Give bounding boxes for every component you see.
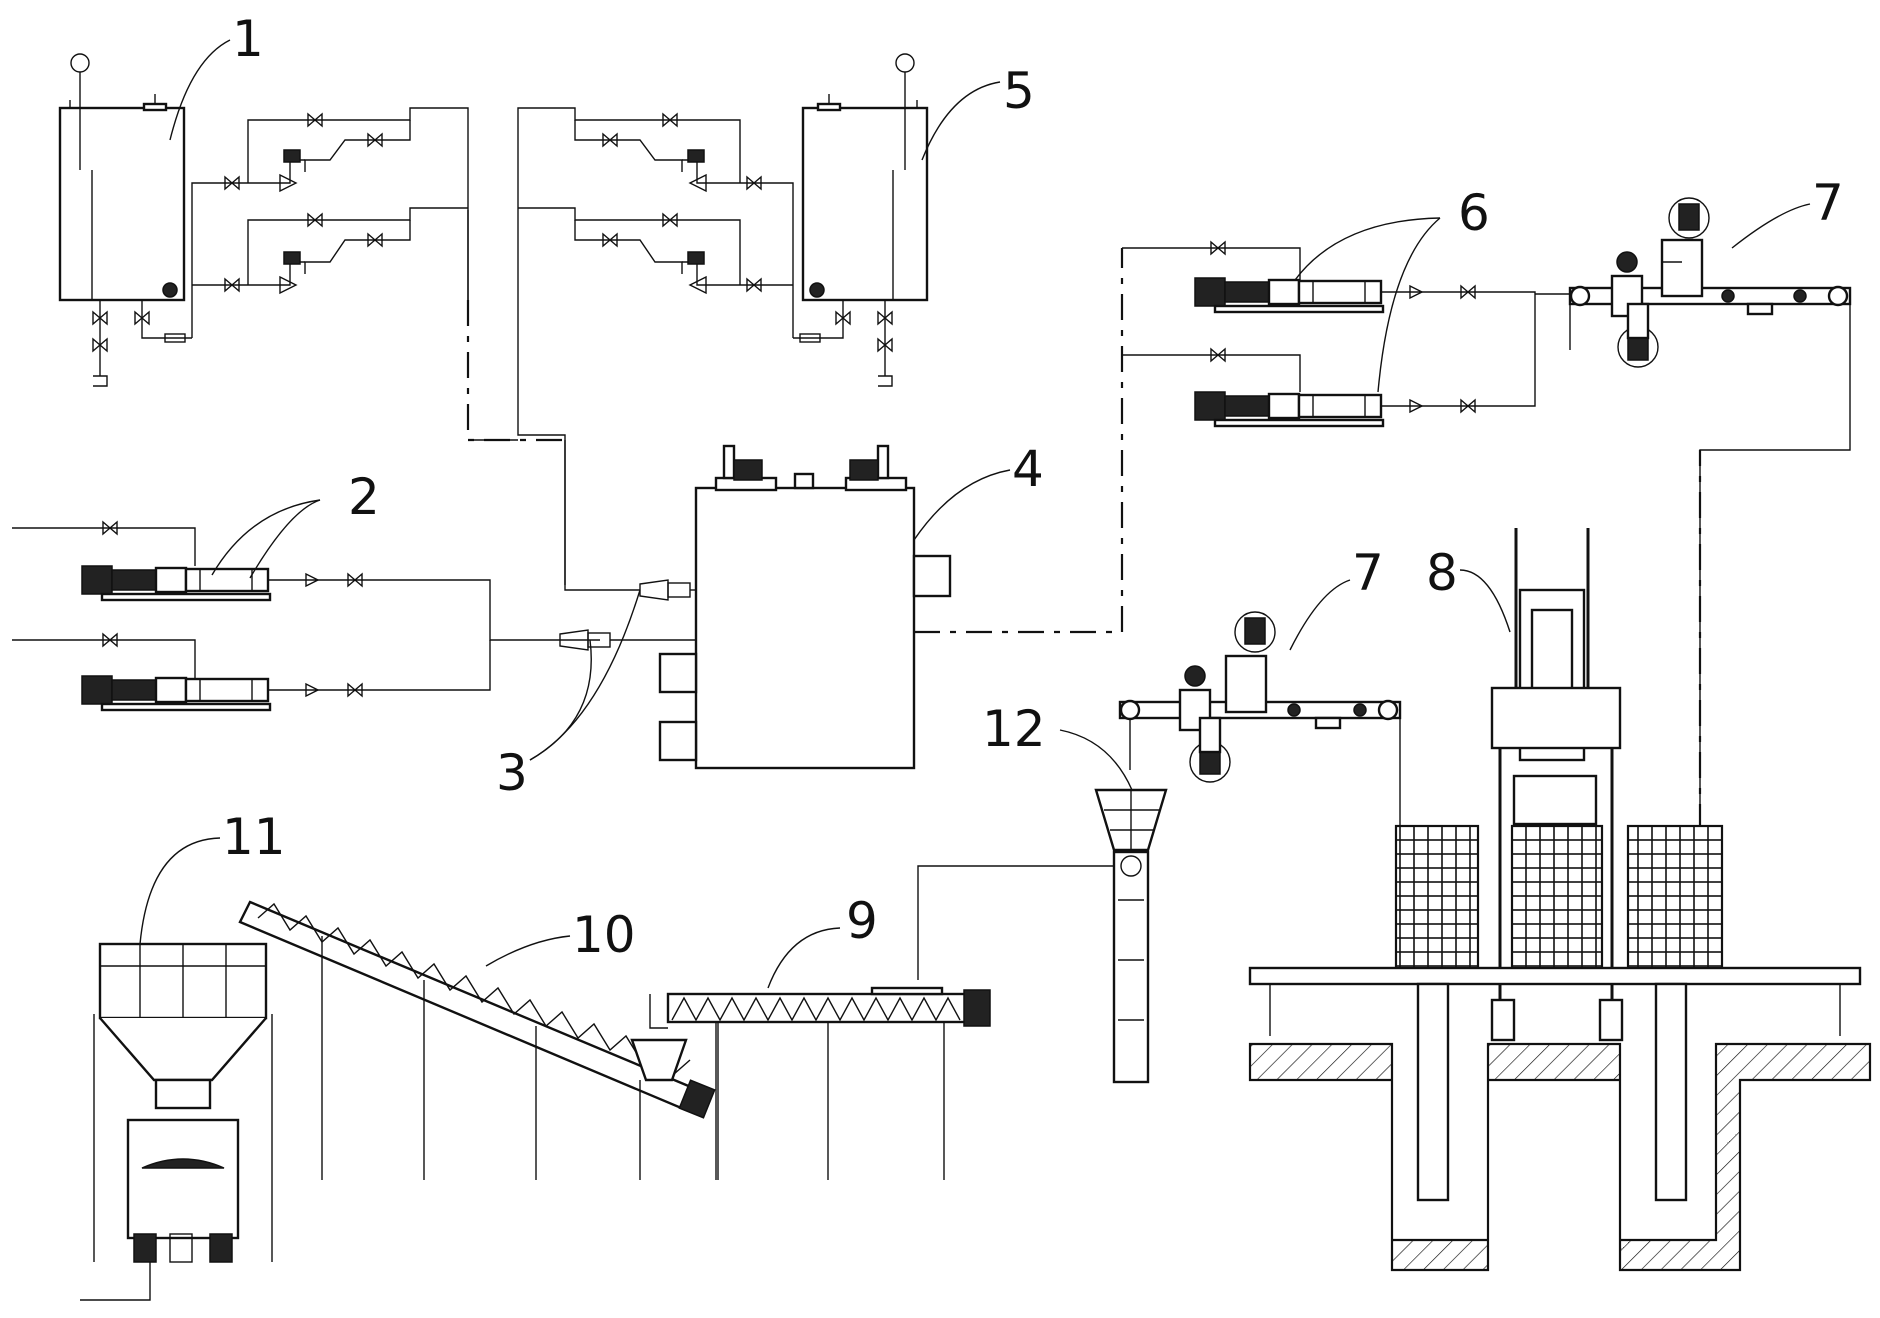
center-piping bbox=[466, 210, 640, 591]
press-8 bbox=[1248, 528, 1872, 1272]
screw-conveyor-9 bbox=[649, 986, 991, 1180]
tank-5 bbox=[740, 53, 929, 387]
inclined-conveyor-10 bbox=[238, 900, 717, 1180]
distributor-7-upper bbox=[1568, 197, 1852, 830]
callout-6: 6 bbox=[1458, 184, 1490, 242]
silo-11 bbox=[80, 942, 273, 1301]
callout-7-lower: 7 bbox=[1352, 544, 1384, 602]
pump-6-group bbox=[1193, 276, 1570, 428]
tank-5-pump-lines bbox=[517, 107, 762, 585]
callout-1: 1 bbox=[232, 10, 264, 68]
callout-3: 3 bbox=[496, 744, 528, 802]
callout-10: 10 bbox=[572, 906, 636, 964]
pump-2-group bbox=[12, 521, 600, 712]
callout-8: 8 bbox=[1426, 544, 1458, 602]
hopper-elevator-12 bbox=[917, 788, 1168, 1084]
distributor-7-lower bbox=[1118, 611, 1402, 830]
callout-12: 12 bbox=[982, 700, 1046, 758]
callout-7-upper: 7 bbox=[1812, 174, 1844, 232]
mixer-outlet-line bbox=[914, 248, 1124, 634]
mixer-4 bbox=[658, 444, 952, 770]
callout-2: 2 bbox=[348, 468, 380, 526]
callout-labels: 1 2 3 4 5 6 7 7 8 9 10 11 12 bbox=[222, 10, 1844, 964]
tank-1-pump-lines bbox=[224, 107, 469, 300]
callout-leaders bbox=[139, 39, 1811, 989]
callout-4: 4 bbox=[1012, 440, 1044, 498]
tank-1 bbox=[58, 53, 248, 387]
callout-5: 5 bbox=[1003, 62, 1035, 120]
callout-11: 11 bbox=[222, 808, 286, 866]
callout-9: 9 bbox=[846, 892, 878, 950]
